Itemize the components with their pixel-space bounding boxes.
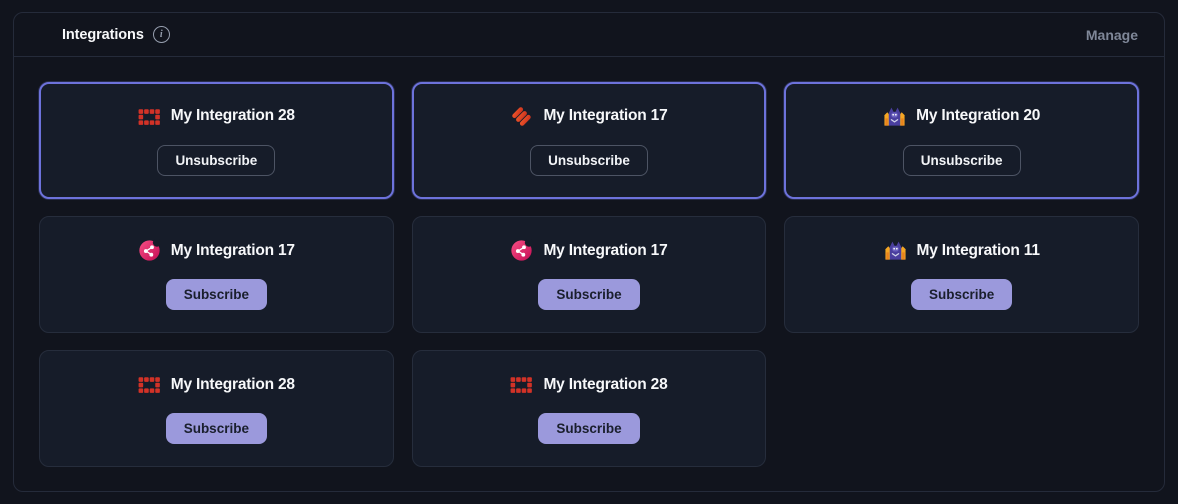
panel-header: Integrations i Manage	[14, 13, 1164, 57]
red-grid-icon	[138, 105, 161, 128]
panel-header-left: Integrations i	[62, 26, 170, 43]
page-title: Integrations	[62, 26, 144, 43]
integration-title-row: My Integration 20	[883, 105, 1040, 128]
integration-title-row: My Integration 28	[138, 105, 295, 128]
integration-card: My Integration 17 Subscribe	[39, 216, 394, 333]
pink-share-icon	[510, 239, 533, 262]
orange-stripes-icon	[510, 105, 533, 128]
info-icon[interactable]: i	[152, 26, 170, 43]
integration-name: My Integration 20	[916, 107, 1041, 125]
subscription-toggle-button[interactable]: Subscribe	[538, 279, 640, 310]
integration-title-row: My Integration 11	[884, 239, 1040, 262]
subscription-toggle-button[interactable]: Unsubscribe	[530, 144, 648, 177]
integration-card: My Integration 20 Unsubscribe	[784, 82, 1139, 199]
integration-title-row: My Integration 28	[138, 373, 295, 396]
integration-card: My Integration 17 Subscribe	[411, 216, 767, 333]
integration-title-row: My Integration 17	[510, 239, 668, 262]
mascot-icon	[884, 239, 907, 262]
subscription-toggle-button[interactable]: Subscribe	[165, 413, 267, 444]
integrations-grid: My Integration 28 Unsubscribe My Integra…	[14, 57, 1164, 492]
integration-card: My Integration 17 Unsubscribe	[411, 82, 767, 199]
integration-card: My Integration 28 Subscribe	[411, 350, 767, 467]
pink-share-icon	[138, 239, 161, 262]
integrations-panel: Integrations i Manage My Integration 28 …	[13, 12, 1165, 492]
integration-name: My Integration 17	[543, 107, 668, 125]
integration-title-row: My Integration 28	[510, 373, 668, 396]
subscription-toggle-button[interactable]: Subscribe	[165, 279, 267, 310]
integration-name: My Integration 17	[543, 241, 668, 259]
integration-name: My Integration 11	[916, 241, 1040, 259]
mascot-icon	[883, 105, 906, 128]
subscription-toggle-button[interactable]: Unsubscribe	[902, 144, 1021, 177]
integration-card: My Integration 28 Unsubscribe	[39, 82, 394, 199]
integration-name: My Integration 17	[170, 241, 295, 259]
integration-title-row: My Integration 17	[138, 239, 295, 262]
integration-card: My Integration 28 Subscribe	[39, 350, 394, 467]
integration-name: My Integration 28	[170, 107, 295, 125]
subscription-toggle-button[interactable]: Subscribe	[538, 413, 640, 444]
subscription-toggle-button[interactable]: Subscribe	[911, 279, 1013, 310]
integration-title-row: My Integration 17	[510, 105, 668, 128]
integration-card: My Integration 11 Subscribe	[784, 216, 1139, 333]
subscription-toggle-button[interactable]: Unsubscribe	[157, 144, 276, 177]
red-grid-icon	[510, 373, 533, 396]
integration-name: My Integration 28	[170, 375, 295, 393]
manage-link[interactable]: Manage	[1085, 26, 1138, 43]
integration-name: My Integration 28	[543, 375, 668, 393]
red-grid-icon	[138, 373, 161, 396]
